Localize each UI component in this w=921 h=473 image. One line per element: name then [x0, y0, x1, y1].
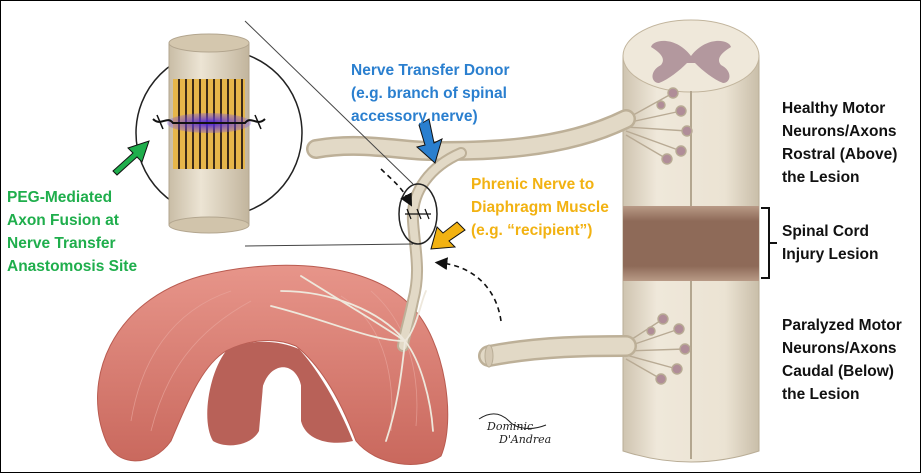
- magnified-inset: [135, 33, 303, 234]
- zoom-line-bottom: [244, 243, 414, 247]
- zoom-line-top: [244, 20, 414, 185]
- dashed-arrow-lower: [434, 257, 502, 322]
- label-nerve-transfer-donor: Nerve Transfer Donor (e.g. branch of spi…: [351, 62, 510, 125]
- diaphragm-muscle: [97, 264, 449, 465]
- label-paralyzed-neurons: Paralyzed Motor Neurons/Axons Caudal (Be…: [782, 317, 902, 403]
- suture-mark: [405, 208, 431, 220]
- signature-line-2: D'Andrea: [499, 433, 552, 446]
- orange-arrow: [430, 221, 466, 250]
- label-healthy-neurons: Healthy Motor Neurons/Axons Rostral (Abo…: [782, 100, 898, 186]
- spinal-cord: [622, 19, 777, 463]
- green-arrow: [112, 140, 150, 176]
- nerves: [270, 109, 637, 442]
- lesion-bracket: [761, 207, 777, 279]
- signature-line-1: Dominic: [487, 420, 534, 433]
- dashed-arrow-upper: [380, 168, 413, 207]
- gray-matter: [651, 40, 731, 83]
- lesion-band: [623, 206, 759, 281]
- label-peg-fusion: PEG-Mediated Axon Fusion at Nerve Transf…: [7, 189, 138, 275]
- signature-flourish: [478, 413, 547, 429]
- label-phrenic-nerve: Phrenic Nerve to Diaphragm Muscle (e.g. …: [471, 176, 609, 239]
- blue-arrow: [415, 118, 443, 164]
- anastomosis-circle: [398, 183, 438, 245]
- label-spinal-cord-lesion: Spinal Cord Injury Lesion: [782, 223, 879, 263]
